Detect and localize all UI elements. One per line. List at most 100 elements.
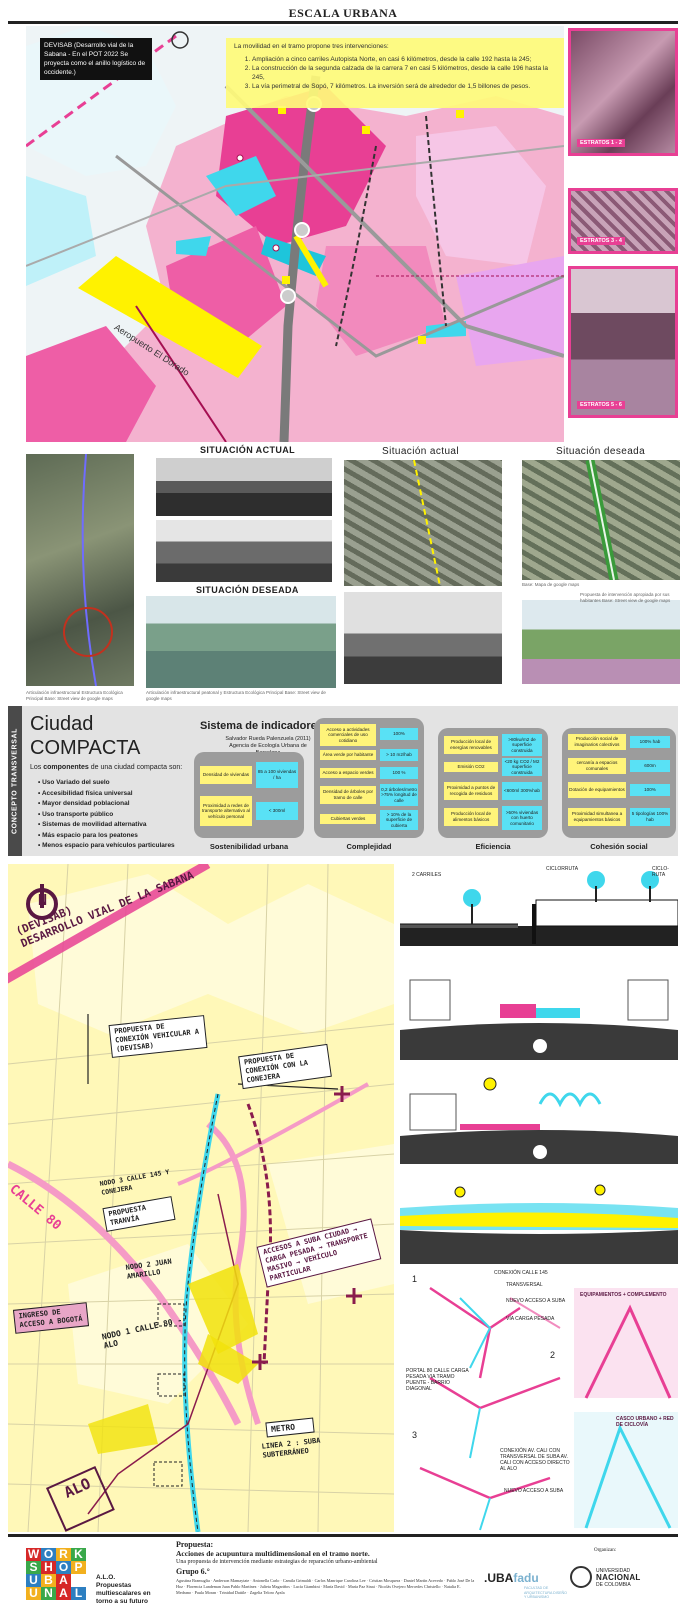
ind-value: >50% viviendas con huerto comunitario xyxy=(502,806,542,830)
component-item: Uso Variado del suelo xyxy=(38,778,175,789)
strata-photo-1-2: ESTRATOS 1 - 2 xyxy=(568,28,678,156)
logo-letter: U xyxy=(26,1574,41,1587)
uba-suffix: fadu xyxy=(513,1571,539,1585)
poster-title: ESCALA URBANA xyxy=(288,6,398,20)
north-letter: N xyxy=(38,891,48,909)
component-item: Más espacio para los peatones xyxy=(38,831,175,842)
ciudad-compacta-title: Ciudad COMPACTA xyxy=(30,712,140,760)
section-label: CICLO- RUTA xyxy=(652,866,669,878)
section-strip-4 xyxy=(400,1168,678,1264)
diagram-note: PORTAL 80 CALLE CARGA PESADA VIA TRAMO P… xyxy=(406,1368,469,1392)
section-3-graphic xyxy=(400,1064,678,1164)
strata-photo-column: ESTRATOS 1 - 2 ESTRATOS 3 - 4 ESTRATOS 5… xyxy=(568,28,678,418)
urban-strata-map: DEVISAB (Desarrollo vial de la Sabana - … xyxy=(26,26,564,442)
complexity-label: Complejidad xyxy=(346,842,392,851)
ind-key: Producción social de imaginarios colecti… xyxy=(568,734,626,750)
strata-tag: ESTRATOS 1 - 2 xyxy=(577,139,625,147)
cohesion-label: Cohesión social xyxy=(590,842,648,851)
sustainability-label: Sostenibilidad urbana xyxy=(209,842,289,851)
strata-tag: ESTRATOS 3 - 4 xyxy=(577,237,625,245)
logo-letter: H xyxy=(41,1561,56,1574)
diagram-number: 1 xyxy=(412,1274,418,1284)
section-label: 2 CARRILES xyxy=(412,872,442,878)
alo-title: A.L.O. xyxy=(96,1574,116,1581)
unal-seal-icon xyxy=(570,1566,592,1588)
complexity-card: Acceso a actividades comerciales de uso … xyxy=(314,718,424,838)
ind-value: 100% xyxy=(380,728,418,740)
cohesion-card: Producción social de imaginarios colecti… xyxy=(562,728,676,838)
current-situation-title: SITUACIÓN ACTUAL xyxy=(200,445,296,455)
current-street-photo-1 xyxy=(156,458,332,516)
concept-tab-label: CONCEPTO TRANSVERSAL xyxy=(11,728,19,834)
ciudad-line: Ciudad xyxy=(30,713,94,735)
footer-rule xyxy=(8,1534,678,1537)
diagram-note: TRANSVERSAL xyxy=(506,1282,543,1288)
ind-value: <600ml 300%hab xyxy=(502,782,542,800)
ind-value: 100 % xyxy=(380,767,418,779)
efficiency-card: Producción local de energías renovables … xyxy=(438,728,548,838)
logo-letter: R xyxy=(56,1548,71,1561)
ind-key: Proximidad simultanea a equipamientos bá… xyxy=(568,808,626,826)
ind-value: 0,2 árboles/metro >75% longitud de calle xyxy=(380,784,418,806)
component-item: Sistemas de movilidad alternativa xyxy=(38,820,175,831)
members-list: Agustina Bramuglia · Anderson Mamaytate … xyxy=(176,1578,475,1595)
proposal-title: Acciones de acupuntura multidimensional … xyxy=(176,1549,370,1558)
satellite-axis-photo xyxy=(26,454,134,686)
axis-caption: Articulación infraestructural Estructura… xyxy=(26,690,123,701)
section-strip-2 xyxy=(400,960,678,1060)
current-street-photo-2 xyxy=(156,520,332,582)
diagram-note: NUEVO ACCESO A SUBA xyxy=(504,1488,564,1494)
mobility-intro: La movilidad en el tramo propone tres in… xyxy=(234,43,389,50)
ind-value: <20 kg CO2 / M2 superficie construida xyxy=(502,758,542,776)
diagram-note: CONEXIÓN CALLE 145 xyxy=(494,1270,548,1276)
logo-letter: O xyxy=(41,1548,56,1561)
vignette-label: EQUIPAMIENTOS + COMPLEMENTO xyxy=(580,1292,667,1298)
component-item: Uso transporte público xyxy=(38,810,175,821)
axis-overlay xyxy=(63,454,113,686)
ind-value: 85 a 100 viviendas / ha xyxy=(256,762,298,788)
ind-key: Proximidad a redes de transporte alterna… xyxy=(200,796,252,826)
desired-situation-title: SITUACIÓN DESEADA xyxy=(196,585,299,595)
ind-key: Proximidad a puntos de recogida de resid… xyxy=(444,782,498,800)
ind-value: >80kw/m2 de superficie construida xyxy=(502,734,542,756)
intro-prefix: Los xyxy=(30,764,42,771)
unal-logo: UNIVERSIDAD NACIONAL DE COLOMBIA xyxy=(596,1568,641,1589)
desired-aerial-caption: Base: Mapa de google maps xyxy=(522,582,580,587)
logo-blank xyxy=(71,1574,86,1587)
logo-letter: S xyxy=(26,1561,41,1574)
section-strip-3 xyxy=(400,1064,678,1164)
alo-block: A.L.O. Propuestas multiescalares en torn… xyxy=(96,1574,151,1606)
ind-key: Dotación de equipamientos xyxy=(568,782,626,798)
ind-value: 5 tipologías 100% hab xyxy=(630,808,670,826)
ind-value: 600m xyxy=(630,760,670,772)
alo-line: torno a su futuro xyxy=(96,1598,148,1605)
sketch-proposal-map: N (DEVISAB) DESARROLLO VIAL DE LA SABANA… xyxy=(8,864,394,1532)
indicators-title: Sistema de indicadores xyxy=(200,720,323,732)
component-item: Accesibilidad física universal xyxy=(38,789,175,800)
desired-situation-heading: Situación deseada xyxy=(556,446,646,457)
efficiency-label: Eficiencia xyxy=(475,842,511,851)
mobility-item: Ampliación a cinco carriles Autopista No… xyxy=(252,55,556,64)
ind-value: > 10 m2/hab xyxy=(380,749,418,761)
logo-letter: L xyxy=(71,1587,86,1600)
diagram-note: CONEXIÓN AV. CALI CON TRANSVERSAL DE SUB… xyxy=(500,1448,570,1472)
alo-line: Propuestas xyxy=(96,1582,132,1589)
ind-key: Producción local de alimentos básicos xyxy=(444,808,498,826)
section-strip-1: 2 CARRILES CICLORRUTA CICLO- RUTA xyxy=(400,864,678,954)
concept-tab: CONCEPTO TRANSVERSAL xyxy=(8,706,22,856)
compacta-line: COMPACTA xyxy=(30,737,141,759)
mobility-interventions-box: La movilidad en el tramo propone tres in… xyxy=(226,38,564,108)
desired-caption: Articulación infraestructural peatonal y… xyxy=(146,690,326,701)
unal-big: NACIONAL xyxy=(596,1572,641,1582)
street-sections: 2 CARRILES CICLORRUTA CICLO- RUTA xyxy=(400,864,678,1264)
ind-key: Densidad de viviendas xyxy=(200,766,252,784)
mobility-item: La construcción de la segunda calzada de… xyxy=(252,64,556,82)
mobility-list: Ampliación a cinco carriles Autopista No… xyxy=(252,55,556,91)
ind-key: cercanía a espacios comunales xyxy=(568,758,626,774)
ind-key: Densidad de árboles por tramo de calle xyxy=(320,786,376,804)
organizers-label: Organizan: xyxy=(594,1548,617,1553)
ind-value: > 10% de la superficie de cubierta xyxy=(380,810,418,830)
group-label: Grupo 6.° xyxy=(176,1567,210,1576)
ind-key: Cubiertas verdes xyxy=(320,814,376,824)
